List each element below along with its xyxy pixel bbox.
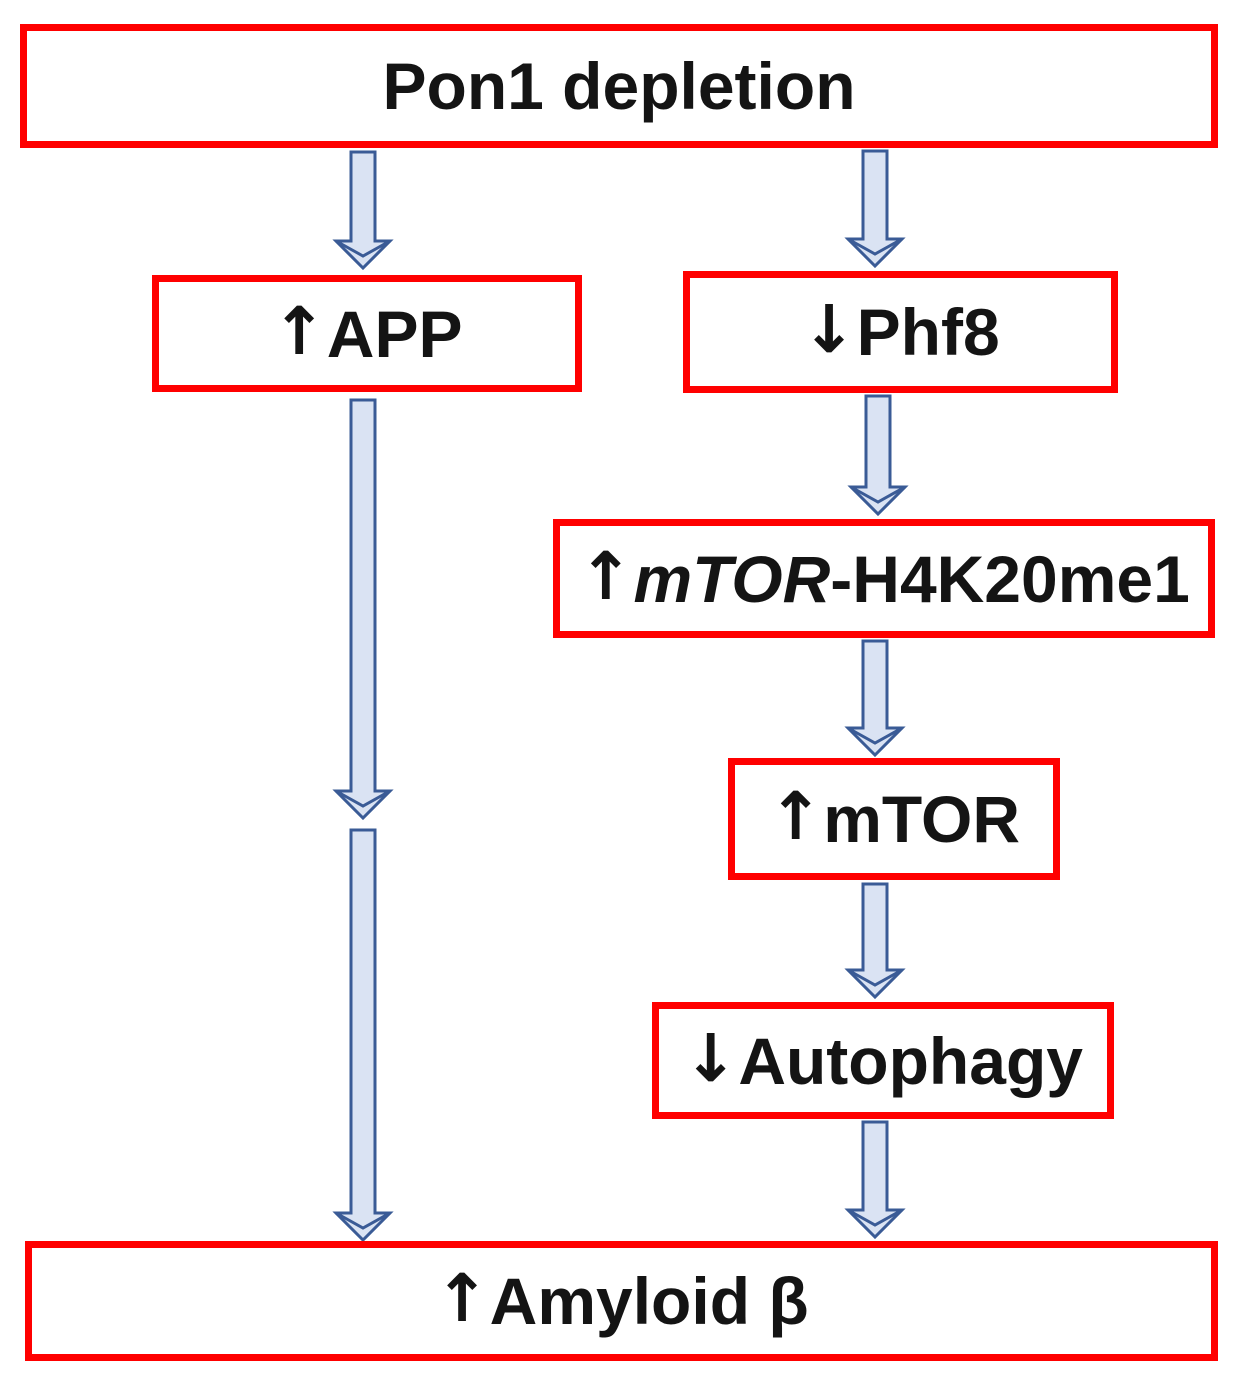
arrow-mtor-to-autophagy xyxy=(844,882,906,1000)
node-label: mTOR xyxy=(823,782,1021,856)
arrow-pon1-to-phf8 xyxy=(844,149,906,269)
up-arrow-glyph: ↑ xyxy=(767,778,824,855)
node-label: -H4K20me1 xyxy=(830,541,1190,616)
node-label: Phf8 xyxy=(856,295,1000,369)
node-phf8: ↓Phf8 xyxy=(683,271,1118,393)
node-amyloid-beta: ↑Amyloid β xyxy=(25,1241,1218,1361)
arrow-pon1-to-app xyxy=(332,150,394,271)
node-app: ↑APP xyxy=(152,275,582,392)
arrow-mtor-h4k20me1-to-mtor xyxy=(844,639,906,758)
node-mtor: ↑mTOR xyxy=(728,758,1060,880)
arrow-app-down-segment-1 xyxy=(332,398,394,821)
up-arrow-glyph: ↑ xyxy=(434,1260,490,1337)
arrow-phf8-to-mtor-h4k20me1 xyxy=(847,394,909,517)
up-arrow-glyph: ↑ xyxy=(578,537,634,615)
node-label: Amyloid β xyxy=(489,1264,809,1338)
node-label: APP xyxy=(326,296,463,371)
node-label: Autophagy xyxy=(738,1023,1083,1098)
arrow-autophagy-to-amyloid xyxy=(844,1120,906,1240)
node-label-italic: mTOR xyxy=(633,541,831,616)
node-pon1-depletion: Pon1 depletion xyxy=(20,24,1218,148)
node-label: Pon1 depletion xyxy=(382,49,856,123)
down-arrow-glyph: ↓ xyxy=(801,291,857,368)
node-autophagy: ↓Autophagy xyxy=(652,1002,1114,1119)
down-arrow-glyph: ↓ xyxy=(683,1019,739,1097)
up-arrow-glyph: ↑ xyxy=(271,292,327,370)
arrow-app-down-segment-2 xyxy=(332,828,394,1243)
node-mtor-h4k20me1: ↑mTOR-H4K20me1 xyxy=(553,519,1215,638)
